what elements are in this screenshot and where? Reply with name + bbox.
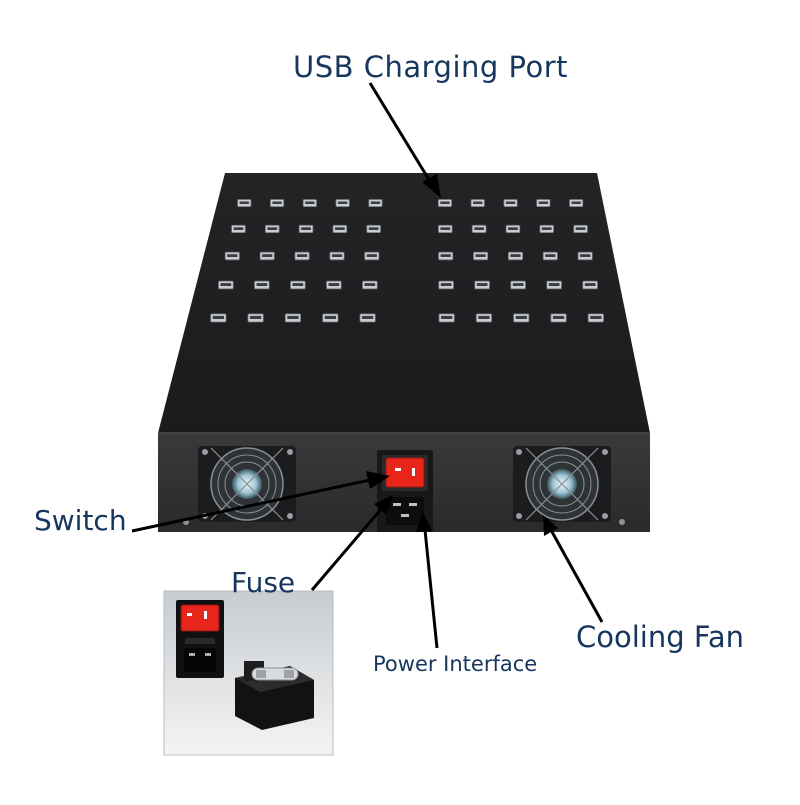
usb-port-slot xyxy=(475,254,486,257)
usb-port-slot xyxy=(370,201,381,204)
fuse-inset-photo xyxy=(163,590,334,756)
label-fuse: Fuse xyxy=(231,566,296,599)
case-top xyxy=(158,173,650,433)
arrow-fuse xyxy=(310,507,384,591)
arrow-power-interface-head xyxy=(416,512,432,532)
usb-port-slot xyxy=(440,201,450,204)
usb-port-slot xyxy=(250,315,262,319)
arrow-cooling-fan xyxy=(549,529,604,623)
usb-port-slot xyxy=(505,201,516,204)
arrow-fuse-head xyxy=(374,495,393,515)
usb-port-slot xyxy=(287,315,299,319)
usb-port-slot xyxy=(545,254,556,257)
arrow-usb-port-head xyxy=(422,174,441,198)
arrow-cooling-fan-head xyxy=(543,515,558,536)
usb-port-slot xyxy=(331,254,343,257)
usb-port-slot xyxy=(548,283,560,286)
usb-port-slot xyxy=(512,283,524,286)
arrow-power-interface xyxy=(423,529,439,649)
usb-port-slot xyxy=(440,283,452,286)
usb-port-slot xyxy=(441,315,453,319)
usb-port-slot xyxy=(262,254,273,257)
usb-port-slot xyxy=(335,227,345,230)
cooling-fan-left xyxy=(198,446,296,522)
usb-port-slot xyxy=(478,315,490,319)
arrow-usb-port xyxy=(368,82,433,184)
usb-port-slot xyxy=(324,315,336,319)
usb-port-slot xyxy=(267,227,278,230)
usb-port-slot xyxy=(584,283,596,286)
usb-port-slot xyxy=(328,283,340,286)
usb-port-slot xyxy=(297,254,308,257)
usb-port-slot xyxy=(292,283,304,286)
usb-port-slot xyxy=(366,254,377,257)
usb-port-slot xyxy=(474,227,484,230)
usb-port-slot xyxy=(362,315,374,319)
usb-port-slot xyxy=(364,283,376,286)
arrow-switch-head xyxy=(366,471,390,489)
arrow-switch xyxy=(131,478,371,533)
usb-port-slot xyxy=(338,201,348,204)
usb-port-slot xyxy=(510,254,521,257)
usb-port-slot xyxy=(508,227,518,230)
usb-port-slot xyxy=(571,201,581,204)
usb-port-slot xyxy=(305,201,315,204)
usb-port-slot xyxy=(476,283,488,286)
switch-power-module xyxy=(377,450,433,532)
usb-port-slot xyxy=(590,315,602,319)
usb-port-slot xyxy=(212,315,224,319)
usb-port-slot xyxy=(227,254,238,257)
usb-port-slot xyxy=(575,227,586,230)
screw xyxy=(619,519,625,525)
usb-port-slot xyxy=(541,227,552,230)
usb-port-slot xyxy=(580,254,591,257)
label-switch: Switch xyxy=(34,504,127,537)
usb-port-slot xyxy=(515,315,527,319)
usb-port-grid xyxy=(210,199,604,323)
cooling-fan-right xyxy=(513,446,611,522)
usb-port-slot xyxy=(239,201,249,204)
usb-port-slot xyxy=(473,201,483,204)
usb-port-slot xyxy=(440,227,451,230)
usb-port-slot xyxy=(440,254,451,257)
usb-port-slot xyxy=(233,227,244,230)
usb-port-slot xyxy=(538,201,548,204)
usb-port-slot xyxy=(272,201,282,204)
label-cooling-fan: Cooling Fan xyxy=(576,620,745,654)
usb-port-slot xyxy=(368,227,379,230)
callout-arrows xyxy=(131,82,604,649)
label-usb-charging-port: USB Charging Port xyxy=(293,50,569,84)
usb-port-slot xyxy=(256,283,268,286)
usb-port-slot xyxy=(301,227,311,230)
usb-port-slot xyxy=(552,315,565,319)
usb-port-slot xyxy=(220,283,232,286)
label-power-interface: Power Interface xyxy=(373,652,538,676)
